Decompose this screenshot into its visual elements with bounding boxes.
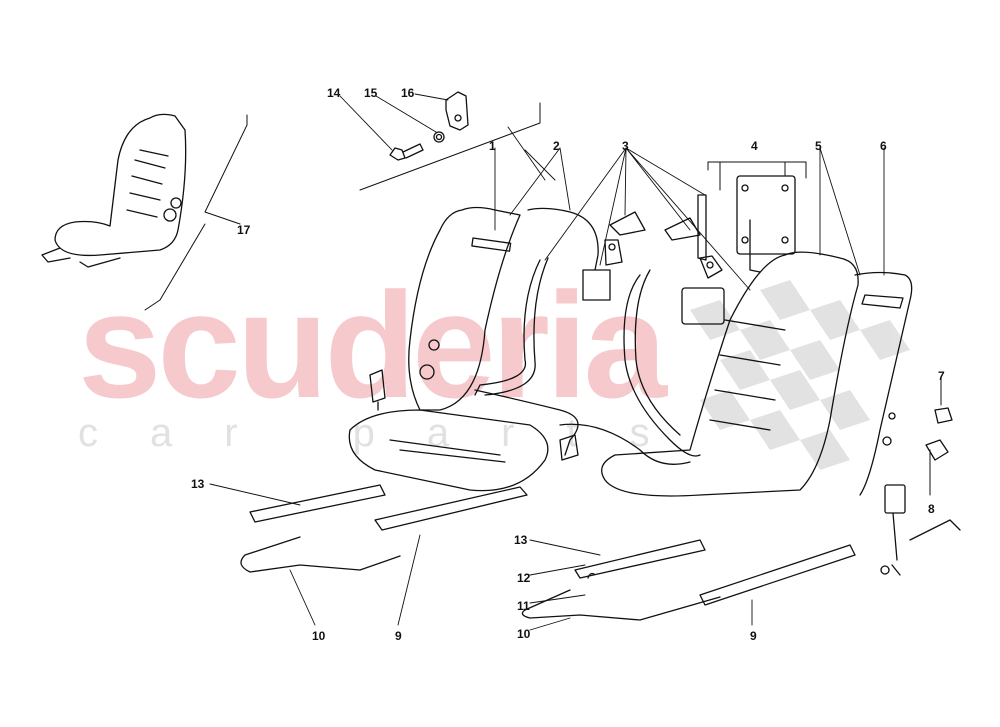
callout-12: 12: [517, 571, 531, 585]
callout-3: 3: [622, 139, 629, 153]
left-seat: [348, 206, 599, 492]
callout-9-right: 9: [750, 629, 757, 643]
callout-16: 16: [401, 86, 415, 100]
callout-14: 14: [327, 86, 341, 100]
bolt-washer-bracket: [359, 91, 556, 191]
callout-1: 1: [489, 139, 496, 153]
callout-9-left: 9: [395, 629, 402, 643]
recline-knobs-and-buckle: [880, 379, 961, 576]
callout-13-right: 13: [514, 533, 528, 547]
seat-rails: [249, 484, 856, 606]
leader-lines: [209, 93, 885, 631]
right-seat-belt: [559, 211, 725, 465]
callout-7: 7: [938, 369, 945, 383]
callout-17: 17: [237, 223, 251, 237]
callout-10-left: 10: [312, 629, 326, 643]
callout-4: 4: [751, 139, 758, 153]
callout-8: 8: [928, 502, 935, 516]
left-seat-belt: [474, 239, 623, 461]
callout-2: 2: [553, 139, 560, 153]
checkered-flag-watermark: [690, 280, 910, 470]
release-bars: [240, 536, 721, 621]
anchor-plate: [697, 161, 807, 273]
callout-13-left: 13: [191, 477, 205, 491]
right-seat: [601, 251, 913, 497]
callout-5: 5: [815, 139, 822, 153]
callout-15: 15: [364, 86, 378, 100]
callout-6: 6: [880, 139, 887, 153]
callout-10-right: 10: [517, 627, 531, 641]
callout-11: 11: [517, 599, 530, 613]
complete-seat-thumbnail: [41, 113, 248, 311]
